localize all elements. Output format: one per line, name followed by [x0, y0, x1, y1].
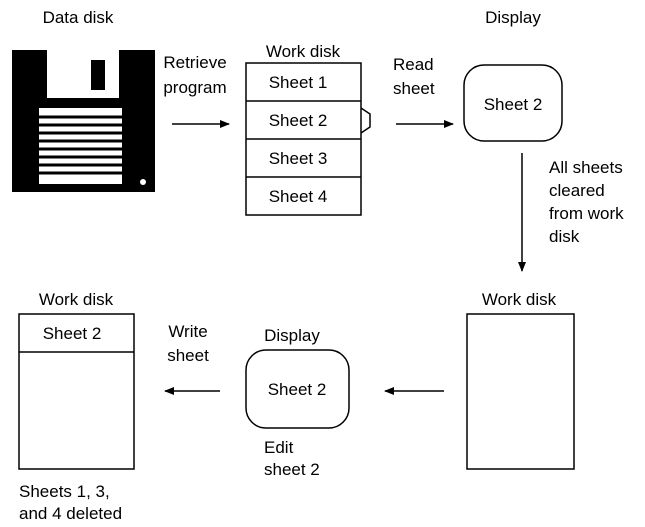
display-sheet-top: Sheet 2: [483, 95, 543, 114]
display-label-bottom: Display: [264, 326, 320, 345]
cleared-label-line4: disk: [549, 227, 580, 246]
edit-label-line2: sheet 2: [264, 460, 320, 479]
sheet-2-label: Sheet 2: [268, 111, 328, 130]
read-label-line2: sheet: [393, 79, 435, 98]
display-sheet-bottom: Sheet 2: [267, 380, 327, 399]
sheet-1-label: Sheet 1: [268, 73, 328, 92]
work-disk-empty: [466, 313, 575, 470]
floppy-disk-icon: [12, 50, 155, 192]
sheet-3-label: Sheet 3: [268, 149, 328, 168]
display-label-top: Display: [485, 8, 541, 27]
retrieve-label-line1: Retrieve: [163, 53, 227, 72]
write-label-line2: sheet: [167, 346, 209, 365]
write-label-line1: Write: [168, 322, 208, 341]
deleted-label-line1: Sheets 1, 3,: [19, 482, 110, 501]
display-screen-top: [463, 64, 563, 142]
edit-label-line1: Edit: [264, 438, 294, 457]
cleared-label-line2: cleared: [549, 181, 605, 200]
work-disk-left-sheet: Sheet 2: [42, 324, 102, 343]
retrieve-label-line2: program: [163, 78, 227, 97]
work-disk-result: [18, 313, 135, 470]
work-disk-stack: [245, 62, 371, 216]
data-disk-label: Data disk: [42, 8, 114, 27]
sheet-4-label: Sheet 4: [268, 187, 328, 206]
deleted-label-line2: and 4 deleted: [19, 504, 123, 523]
read-label-line1: Read: [393, 55, 434, 74]
work-disk-right-label: Work disk: [481, 290, 557, 309]
work-disk-label: Work disk: [265, 42, 341, 61]
work-disk-left-label: Work disk: [38, 290, 114, 309]
cleared-label-line1: All sheets: [549, 158, 623, 177]
cleared-label-line3: from work: [549, 204, 624, 223]
display-screen-bottom: [245, 349, 350, 429]
